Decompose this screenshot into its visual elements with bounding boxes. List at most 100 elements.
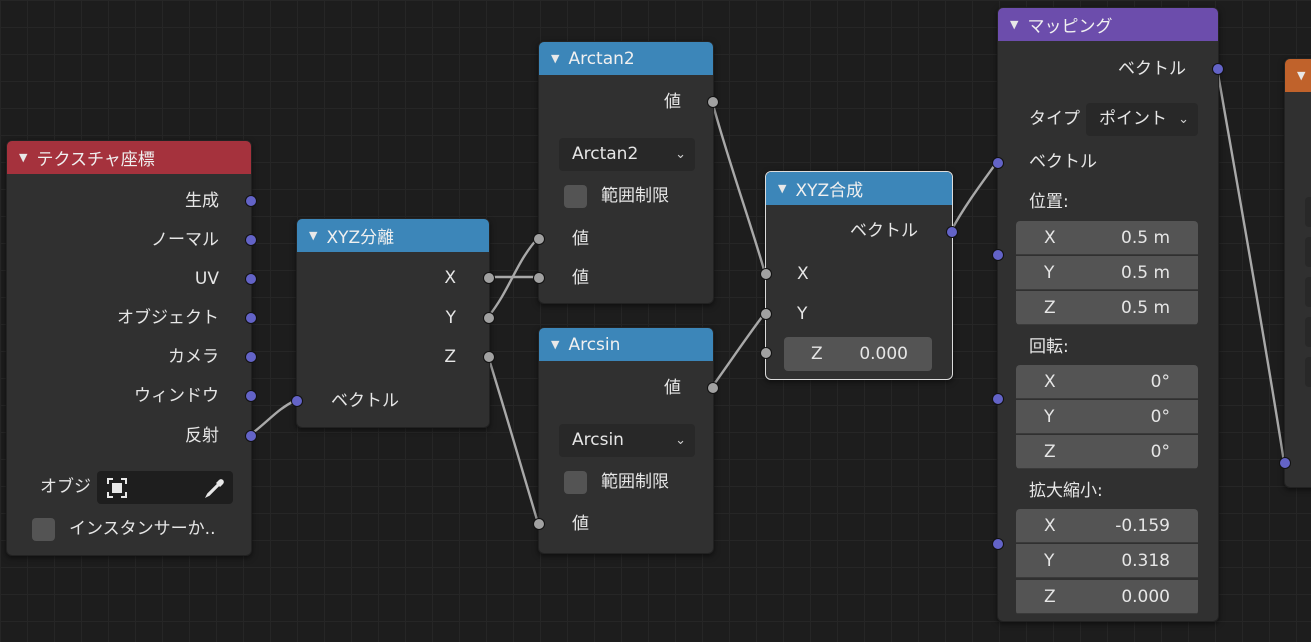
clamp-checkbox[interactable] [564, 185, 587, 208]
scale-x-field[interactable]: X-0.159 [1016, 509, 1198, 543]
output-label-normal: ノーマル [151, 230, 219, 250]
axis-label: Z [1044, 442, 1056, 462]
node-title: Arctan2 [568, 48, 635, 69]
collapse-triangle-icon[interactable]: ▼ [309, 229, 318, 242]
combine-xyz-header[interactable]: ▼ XYZ合成 [766, 172, 952, 205]
input-socket-location[interactable] [992, 249, 1004, 261]
output-socket-value[interactable] [707, 96, 719, 108]
output-label-uv: UV [194, 269, 219, 289]
link-z-to-arcsin-value [486, 354, 540, 525]
z-field-label: Z [811, 344, 823, 364]
output-label-window: ウィンドウ [134, 386, 219, 406]
type-label: タイプ [1029, 109, 1080, 129]
output-socket-normal[interactable] [245, 234, 257, 246]
output-socket-window[interactable] [245, 390, 257, 402]
output-socket-y[interactable] [483, 312, 495, 324]
output-label-x: X [444, 268, 456, 288]
texture-coordinate-header[interactable]: ▼ テクスチャ座標 [7, 141, 251, 174]
input-socket-scale[interactable] [992, 538, 1004, 550]
input-socket-z[interactable] [760, 347, 772, 359]
collapse-triangle-icon[interactable]: ▼ [1010, 18, 1019, 31]
axis-label: X [1044, 516, 1056, 536]
offscreen-field-2[interactable] [1305, 237, 1311, 267]
rotation-z-field[interactable]: Z 0° [1016, 435, 1198, 469]
input-socket-vector[interactable] [992, 157, 1004, 169]
type-value: ポイント [1099, 109, 1167, 129]
eyedropper-icon[interactable] [203, 476, 227, 500]
collapse-triangle-icon[interactable]: ▼ [551, 338, 560, 351]
offscreen-shader-node[interactable]: ▼ [1279, 58, 1311, 488]
separate-xyz-node[interactable]: ▼ XYZ分離 X Y Z ベクトル [291, 218, 495, 428]
axis-label: Y [1044, 551, 1055, 571]
object-label: オブジ [40, 477, 91, 497]
axis-label: X [1044, 372, 1056, 392]
output-label-vector: ベクトル [850, 221, 918, 241]
output-socket-vector[interactable] [946, 226, 958, 238]
offscreen-field-1[interactable] [1305, 197, 1311, 227]
mapping-header[interactable]: ▼ マッピング [998, 8, 1218, 41]
input-socket-vector[interactable] [291, 395, 303, 407]
arctan2-math-node[interactable]: ▼ Arctan2 値 Arctan2 ⌄ 範囲制限 値 値 [533, 41, 719, 304]
offscreen-field-4[interactable] [1305, 317, 1311, 347]
axis-value: 0° [1150, 442, 1170, 462]
input-socket-rotation[interactable] [992, 393, 1004, 405]
input-socket-vector[interactable] [1279, 457, 1291, 469]
collapse-triangle-icon[interactable]: ▼ [551, 52, 560, 65]
output-socket-x[interactable] [483, 272, 495, 284]
texture-coordinate-node[interactable]: ▼ テクスチャ座標 生成 ノーマル UV オブジェクト カメラ ウィンドウ 反射… [6, 140, 257, 556]
output-socket-camera[interactable] [245, 351, 257, 363]
output-label-y: Y [445, 308, 456, 328]
input-socket-x[interactable] [760, 268, 772, 280]
input-socket-value-1[interactable] [533, 233, 545, 245]
output-socket-uv[interactable] [245, 273, 257, 285]
input-label-value-2: 値 [572, 268, 589, 288]
combine-xyz-node[interactable]: ▼ XYZ合成 ベクトル X Y Z 0.000 [760, 171, 958, 380]
input-socket-y[interactable] [760, 308, 772, 320]
z-value-field[interactable]: Z 0.000 [784, 337, 932, 371]
collapse-triangle-icon[interactable]: ▼ [778, 182, 787, 195]
arcsin-math-node[interactable]: ▼ Arcsin 値 Arcsin ⌄ 範囲制限 値 [533, 327, 719, 554]
type-dropdown[interactable]: ポイント ⌄ [1086, 103, 1198, 136]
arcsin-header[interactable]: ▼ Arcsin [539, 328, 713, 361]
input-label-value-1: 値 [572, 229, 589, 249]
input-label-x: X [797, 264, 809, 284]
output-socket-value[interactable] [707, 382, 719, 394]
output-socket-vector[interactable] [1212, 63, 1224, 75]
instancer-checkbox[interactable] [32, 518, 55, 541]
object-picker-field[interactable] [97, 471, 233, 504]
output-label-generated: 生成 [185, 191, 219, 211]
output-socket-reflection[interactable] [245, 430, 257, 442]
output-socket-z[interactable] [483, 351, 495, 363]
clamp-label: 範囲制限 [601, 186, 669, 206]
clamp-checkbox[interactable] [564, 471, 587, 494]
operation-dropdown[interactable]: Arcsin ⌄ [559, 424, 695, 457]
output-label-z: Z [444, 347, 456, 367]
offscreen-field-5[interactable] [1305, 357, 1311, 387]
output-socket-object[interactable] [245, 312, 257, 324]
collapse-triangle-icon[interactable]: ▼ [19, 151, 28, 164]
axis-value: 0.000 [1121, 587, 1170, 607]
input-socket-value-2[interactable] [533, 272, 545, 284]
operation-dropdown[interactable]: Arctan2 ⌄ [559, 138, 695, 171]
arctan2-header[interactable]: ▼ Arctan2 [539, 42, 713, 75]
offscreen-node-header[interactable]: ▼ [1285, 59, 1311, 92]
collapse-triangle-icon[interactable]: ▼ [1297, 69, 1306, 82]
node-title: XYZ合成 [795, 181, 864, 201]
offscreen-field-3[interactable] [1305, 277, 1311, 307]
node-title: テクスチャ座標 [36, 150, 155, 170]
output-socket-generated[interactable] [245, 195, 257, 207]
separate-xyz-header[interactable]: ▼ XYZ分離 [297, 219, 489, 252]
input-socket-value[interactable] [533, 518, 545, 530]
chevron-down-icon: ⌄ [675, 147, 686, 162]
